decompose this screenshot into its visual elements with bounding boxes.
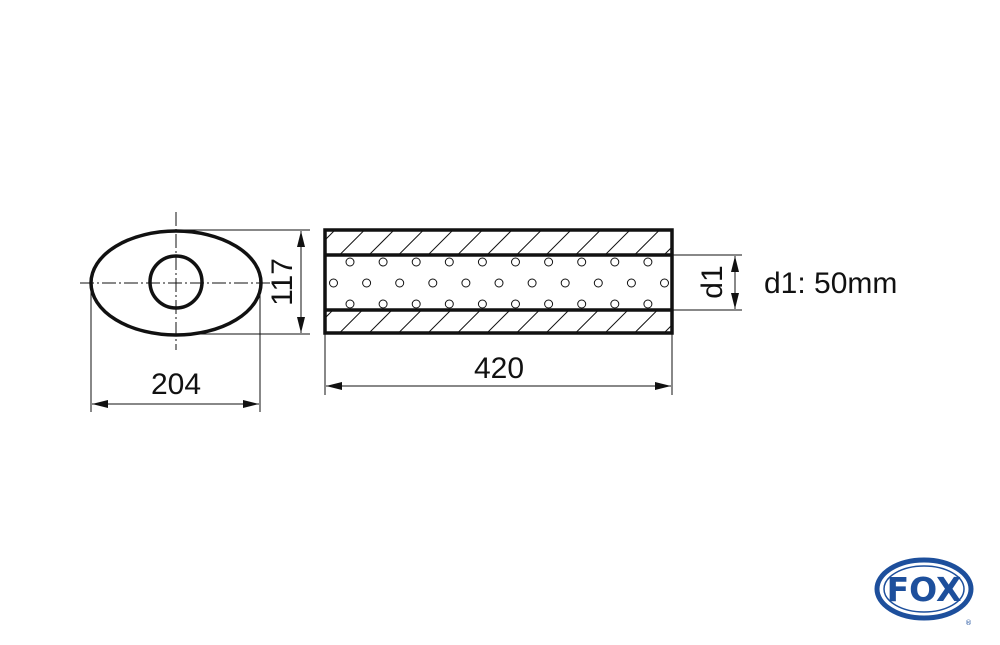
pipe-circle xyxy=(148,254,204,310)
front-view: 117 204 xyxy=(80,212,310,412)
hatch-line xyxy=(368,231,394,255)
diameter-label: d1 xyxy=(696,265,729,298)
hatch-line xyxy=(516,231,541,255)
perforation-holes xyxy=(329,257,669,309)
hatch-line xyxy=(694,311,716,333)
perforation-hole xyxy=(329,278,338,288)
hatch-line xyxy=(546,311,569,332)
hatch-line xyxy=(339,311,362,332)
perforation-hole xyxy=(544,299,554,309)
perforation-hole xyxy=(378,257,388,267)
oval-housing xyxy=(89,229,263,337)
hatch-line xyxy=(634,311,657,332)
diameter-spec: d1: 50mm xyxy=(764,267,897,300)
perforation-hole xyxy=(411,299,421,309)
perforation-hole xyxy=(444,299,454,309)
perforation-hole xyxy=(345,257,355,267)
fox-logo: FOX ® xyxy=(874,557,974,627)
hatch-line xyxy=(575,311,598,332)
hatch-line xyxy=(694,231,718,255)
perforation-hole xyxy=(494,278,504,288)
perforation-hole xyxy=(577,299,587,309)
perforation-hole xyxy=(378,299,388,309)
perforation-hole xyxy=(345,299,355,309)
hatch-line xyxy=(604,231,630,255)
perforation-hole xyxy=(577,257,587,267)
width-label: 204 xyxy=(151,368,201,401)
perforation-hole xyxy=(527,278,537,288)
hatch-line xyxy=(486,231,512,255)
perforation-hole xyxy=(362,278,372,288)
perforation-hole xyxy=(411,257,421,267)
perforation-hole xyxy=(660,278,669,288)
registered-mark: ® xyxy=(965,619,972,627)
hatch-line xyxy=(326,231,335,240)
hatch-line xyxy=(398,231,423,255)
hatch-line xyxy=(575,231,600,255)
hatch-line xyxy=(398,311,421,332)
perforation-hole xyxy=(428,278,438,288)
perforation-hole xyxy=(477,299,487,309)
logo-text: FOX xyxy=(887,570,962,609)
perforation-hole xyxy=(511,299,520,309)
perforation-hole xyxy=(593,278,603,288)
hatch-line xyxy=(457,311,480,332)
hatch-line xyxy=(605,311,628,332)
hatch-line xyxy=(663,247,671,255)
side-view: 420 d1 d1: 50mm xyxy=(323,228,897,395)
perforation-hole xyxy=(560,278,570,288)
hatch-line xyxy=(457,231,482,255)
hatch-line xyxy=(339,231,364,255)
hatch-line xyxy=(545,231,571,255)
hatch-line xyxy=(516,311,539,332)
perforation-hole xyxy=(477,257,487,267)
hatching-top xyxy=(326,231,718,255)
hatch-line xyxy=(487,311,510,332)
perforation-hole xyxy=(643,299,653,309)
perforation-hole xyxy=(461,278,471,288)
perforation-hole xyxy=(626,278,636,288)
height-label: 117 xyxy=(266,258,299,306)
muffler-body xyxy=(323,228,674,335)
perforation-hole xyxy=(643,257,653,267)
hatch-line xyxy=(326,311,333,318)
hatch-line xyxy=(634,231,659,255)
perforation-hole xyxy=(610,257,620,267)
perforation-hole xyxy=(544,257,554,267)
perforation-hole xyxy=(610,299,620,309)
length-label: 420 xyxy=(474,352,524,385)
perforation-hole xyxy=(511,257,520,267)
hatch-line xyxy=(428,311,451,332)
hatch-line xyxy=(369,311,392,332)
hatch-line xyxy=(427,231,453,255)
hatching-bottom xyxy=(326,311,716,333)
perforation-hole xyxy=(395,278,405,288)
hatch-line xyxy=(664,325,671,332)
perforation-hole xyxy=(444,257,454,267)
